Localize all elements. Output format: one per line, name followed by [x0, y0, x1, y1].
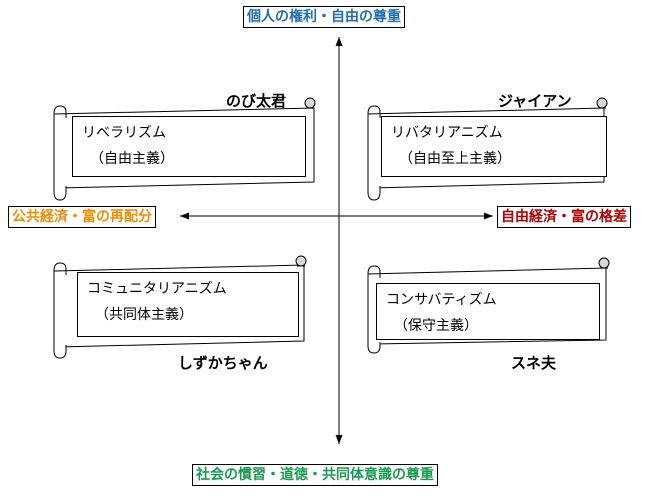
- pole-label-bottom: 社会の慣習・道徳・共同体意識の尊重: [192, 464, 438, 486]
- character-label-suneo: スネ夫: [511, 354, 557, 372]
- scroll-libertarianism: リバタリアニズム （自由至上主義）: [362, 96, 612, 202]
- term-box: リバタリアニズム （自由至上主義）: [381, 116, 607, 177]
- term: リベラリズム: [82, 125, 166, 141]
- character-label-giant: ジャイアン: [498, 92, 572, 110]
- scroll-liberalism: リベラリズム （自由主義）: [48, 96, 321, 202]
- scroll-conservatism: コンサバティズム （保守主義）: [362, 256, 612, 356]
- pole-label-top: 個人の権利・自由の尊重: [243, 6, 405, 28]
- term: コンサバティズム: [386, 292, 497, 308]
- character-label-shizuka: しずかちゃん: [178, 354, 268, 372]
- term-gloss: （自由主義）: [90, 151, 174, 167]
- term: コミュニタリアニズム: [87, 281, 227, 297]
- term-box: コミュニタリアニズム （共同体主義）: [77, 272, 299, 337]
- character-label-nobita: のび太君: [226, 92, 287, 110]
- pole-label-right: 自由経済・富の格差: [497, 206, 631, 228]
- term-box: コンサバティズム （保守主義）: [376, 283, 600, 340]
- scroll-communitarianism: コミュニタリアニズム （共同体主義）: [48, 253, 311, 360]
- pole-label-left: 公共経済・富の再配分: [8, 206, 156, 228]
- term-gloss: （保守主義）: [394, 318, 478, 334]
- term-gloss: （共同体主義）: [95, 307, 193, 323]
- term-box: リベラリズム （自由主義）: [72, 116, 306, 177]
- term-gloss: （自由至上主義）: [399, 151, 511, 167]
- term: リバタリアニズム: [391, 125, 503, 141]
